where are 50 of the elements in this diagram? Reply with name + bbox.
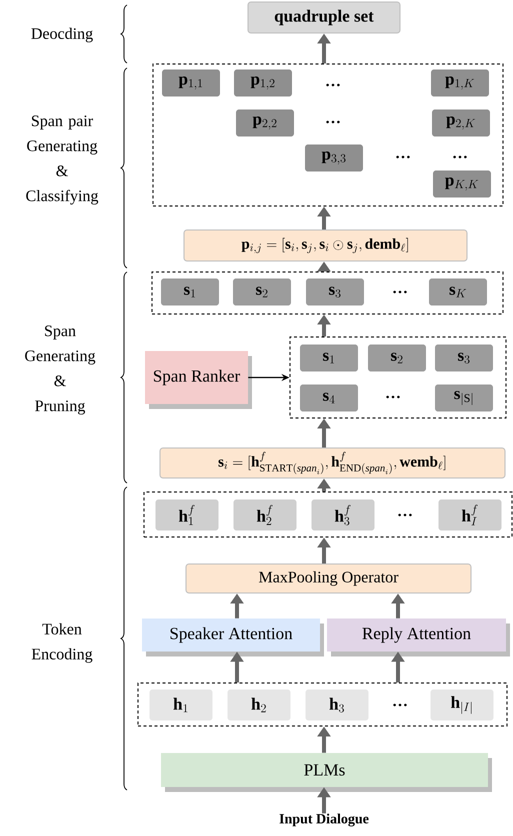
vector-box: $\mathbf{h}^f_3$ (312, 500, 374, 530)
vector-box: $\mathbf{p}_{1,K}$ (431, 70, 489, 96)
vector-box: $\mathbf{h}_3$ (306, 690, 368, 720)
vector-box: $\mathbf{s}_1$ (161, 278, 219, 306)
vector-box: $\mathbf{h}_{|I|}$ (430, 690, 494, 720)
operator-box: MaxPooling Operator (186, 564, 472, 594)
attention-box: Reply Attention (327, 618, 510, 656)
vector-box: $\mathbf{s}_1$ (300, 344, 358, 372)
ranker-box: Span Ranker (145, 351, 252, 409)
vector-box: $\mathbf{p}_{2,2}$ (236, 110, 294, 136)
vector-box: $\mathbf{s}_3$ (435, 344, 493, 372)
dashed-group-box (290, 336, 506, 418)
stage-label: Span Generating & Pruning (25, 326, 96, 415)
vector-box: $\mathbf{p}_{1,1}$ (162, 70, 220, 96)
vector-box: $\mathbf{p}_{K,K}$ (433, 170, 491, 198)
stage-label: Span pair Generating & Classifying (26, 116, 98, 205)
vector-box: $\mathbf{s}_2$ (233, 278, 291, 306)
vector-box: $\mathbf{p}_{3,3}$ (305, 144, 363, 172)
model-box: PLMs (161, 753, 492, 792)
vector-box: $\mathbf{s}_2$ (368, 344, 426, 372)
ellipsis: … (393, 290, 407, 294)
vector-box: $\mathbf{h}^f_I$ (438, 500, 502, 530)
vector-box: $\mathbf{s}_K$ (429, 278, 487, 306)
output-box: quadruple set (248, 2, 400, 34)
ellipsis: … (398, 514, 412, 516)
vector-box: $\mathbf{h}_2$ (228, 690, 290, 720)
formula-box: $\mathbf{s}_i = [\mathbf{h}^f_{\mathrm{START}(\mathit{span}_i)}, \mathbf{h}^f_{\mathrm{END}(\mathit{span}_i)}, \mathbf{wemb}_\ell]$ (160, 448, 506, 478)
ellipsis: … (326, 120, 340, 124)
input-text: Input Dialogue (280, 814, 369, 826)
attention-box: Speaker Attention (142, 618, 324, 656)
vector-box: $\mathbf{h}^f_2$ (234, 500, 296, 530)
ellipsis: … (453, 156, 467, 158)
vector-box: $\mathbf{p}_{2,K}$ (432, 110, 490, 136)
stage-label: Token Encoding (32, 623, 92, 663)
dashed-group-box (152, 272, 504, 314)
ellipsis: … (326, 84, 340, 86)
ellipsis: … (386, 396, 400, 398)
vector-box: $\mathbf{h}^f_1$ (156, 500, 218, 530)
vector-box: $\mathbf{h}_1$ (150, 690, 212, 720)
vector-box: $\mathbf{s}_4$ (300, 384, 358, 412)
vector-box: $\mathbf{p}_{1,2}$ (234, 70, 292, 96)
dashed-group-box (138, 682, 508, 726)
dashed-group-box (144, 492, 512, 538)
dashed-group-box (152, 64, 504, 206)
vector-box: $\mathbf{s}_{|\mathrm{S}|}$ (435, 384, 493, 412)
formula-box: $\mathbf{p}_{i,j} = [\mathbf{s}_i, \mathbf{s}_j, \mathbf{s}_i \odot \mathbf{s}_j, \mathbf{demb}_\ell]$ (184, 230, 468, 262)
ellipsis: … (393, 704, 407, 706)
ellipsis: … (396, 156, 410, 158)
vector-box: $\mathbf{s}_3$ (306, 278, 364, 306)
stage-label: Deocding (31, 28, 93, 42)
